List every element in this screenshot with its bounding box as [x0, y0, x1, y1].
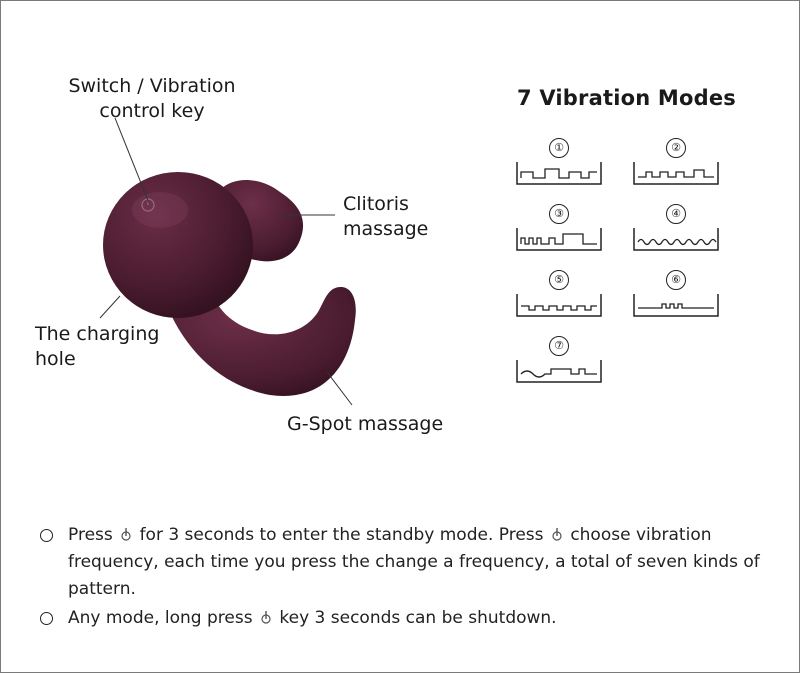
clitoris-label: Clitoris massage — [343, 192, 453, 242]
charging-label-line1: The charging — [35, 323, 160, 345]
mode-number: ③ — [549, 204, 569, 224]
mode-5: ⑤ — [515, 270, 607, 320]
instructions: Press for 3 seconds to enter the standby… — [40, 522, 770, 634]
mode-number: ② — [666, 138, 686, 158]
mode-1: ① — [515, 138, 607, 188]
gspot-arm — [160, 285, 356, 396]
mode-2-waveform — [633, 162, 719, 185]
mode-6: ⑥ — [632, 270, 724, 320]
instruction-text: choose vibration frequency, each time yo… — [68, 525, 760, 599]
mode-number: ⑤ — [549, 270, 569, 290]
clitoris-label-line1: Clitoris — [343, 193, 409, 215]
power-key-icon — [552, 528, 562, 541]
charging-leader-line — [99, 295, 121, 319]
instruction-text: Any mode, long press — [68, 608, 253, 628]
gspot-label: G-Spot massage — [287, 413, 444, 435]
charging-label-line2: hole — [35, 348, 76, 370]
mode-4-waveform — [633, 228, 719, 251]
instruction-text: Press — [68, 525, 113, 545]
mode-4: ④ — [632, 204, 724, 254]
circle-bullet-icon — [40, 612, 53, 625]
mode-number: ④ — [666, 204, 686, 224]
main-body — [103, 172, 253, 318]
instruction-text: for 3 seconds to enter the standby mode.… — [139, 525, 544, 545]
charging-hole-label: The charging hole — [35, 322, 175, 372]
switch-leader-line — [114, 117, 150, 204]
mode-7-waveform — [516, 360, 602, 383]
clitoris-label-line2: massage — [343, 218, 429, 240]
gspot-leader-line — [326, 371, 353, 406]
switch-key-label: Switch / Vibration control key — [62, 74, 242, 124]
mode-number: ⑥ — [666, 270, 686, 290]
mode-number: ① — [549, 138, 569, 158]
switch-label-line2: control key — [99, 100, 205, 122]
mode-5-waveform — [516, 294, 602, 317]
circle-bullet-icon — [40, 529, 53, 542]
mode-7: ⑦ — [515, 336, 607, 386]
power-key-icon — [261, 611, 271, 624]
mode-number: ⑦ — [549, 336, 569, 356]
power-key-icon — [121, 528, 131, 541]
instruction-text: key 3 seconds can be shutdown. — [279, 608, 557, 628]
mode-1-waveform — [516, 162, 602, 185]
instruction-item: Any mode, long press key 3 seconds can b… — [40, 605, 770, 632]
mode-3: ③ — [515, 204, 607, 254]
mode-3-waveform — [516, 228, 602, 251]
mode-2: ② — [632, 138, 724, 188]
instruction-item: Press for 3 seconds to enter the standby… — [40, 522, 770, 603]
switch-label-line1: Switch / Vibration — [68, 75, 236, 97]
mode-6-waveform — [633, 294, 719, 317]
modes-title: 7 Vibration Modes — [517, 86, 736, 110]
